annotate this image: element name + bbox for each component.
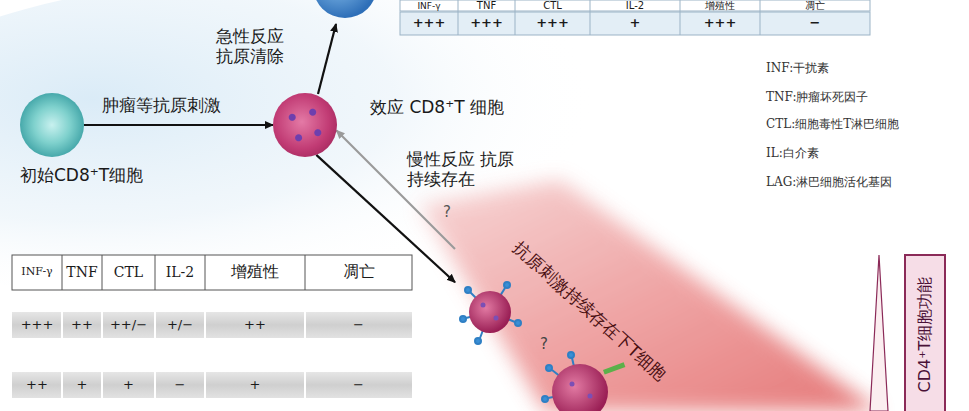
edge-label: 肿瘤等抗原刺激 [100, 96, 223, 116]
table-cell: ++ [205, 312, 305, 338]
note-label: 急性反应 抗原清除 [216, 27, 292, 66]
table-cell: CTL [102, 255, 155, 290]
cell-node: 效应 CD8⁺T 细胞 [273, 93, 506, 157]
table-cell: + [205, 372, 305, 398]
note-label: ? [540, 336, 548, 353]
legend-text: INF:干扰素 [766, 62, 829, 76]
effector-cell [273, 93, 337, 157]
legend-text: TNF:肿瘤坏死因子 [766, 91, 868, 105]
edge-label: 慢性反应 抗原持续存在 [405, 150, 519, 189]
table-cell: +++ [680, 12, 760, 35]
table-cell: +++ [400, 12, 458, 35]
arrow-connector [337, 131, 456, 250]
table-cell: +++ [515, 12, 590, 35]
table-cell: ++/− [102, 312, 155, 338]
table-cell: TNF [458, 0, 515, 12]
table-cell: ++ [12, 372, 62, 398]
table-cell: − [155, 372, 205, 398]
table-cell: IL-2 [155, 255, 205, 290]
naive-cell [20, 93, 84, 157]
legend-text: IL:白介素 [766, 147, 819, 161]
process-band: 抗原刺激持续存在下T细胞 [455, 200, 725, 411]
table-cell: +++ [458, 12, 515, 35]
table-cell: − [760, 12, 870, 35]
table-cell: IL-2 [590, 0, 680, 12]
table-cell: CTL [515, 0, 590, 12]
table-cell: + [62, 372, 102, 398]
table-cell: 增殖性 [680, 0, 760, 12]
table-cell: 凋亡 [760, 0, 870, 12]
legend-text: LAG:淋巴细胞活化基因 [766, 176, 892, 190]
node-label: 初始CD8⁺T细胞 [20, 165, 143, 185]
table-cell: + [102, 372, 155, 398]
table-cell: INF-γ [400, 0, 458, 12]
table-cell: 凋亡 [305, 255, 412, 290]
edge-label: ? [441, 204, 453, 221]
table-cell: +++ [12, 312, 62, 338]
table-cell: ++ [62, 312, 102, 338]
table-cell: +/− [155, 312, 205, 338]
node-label: CD4⁺T细胞功能 [915, 277, 934, 393]
node-label: 效应 CD8⁺T 细胞 [370, 97, 504, 117]
table-cell: INF-γ [12, 255, 62, 290]
table-cell: − [305, 372, 412, 398]
function-box: CD4⁺T细胞功能 [905, 255, 945, 411]
table-cell: TNF [62, 255, 102, 290]
node-label: 抗原刺激持续存在下T细胞 [510, 238, 670, 385]
table-cell: + [590, 12, 680, 35]
legend-text: CTL:细胞毒性T淋巴细胞 [766, 118, 899, 132]
table-cell: − [305, 312, 412, 338]
arrow-connector [84, 124, 273, 126]
table-cell: 增殖性 [205, 255, 305, 290]
